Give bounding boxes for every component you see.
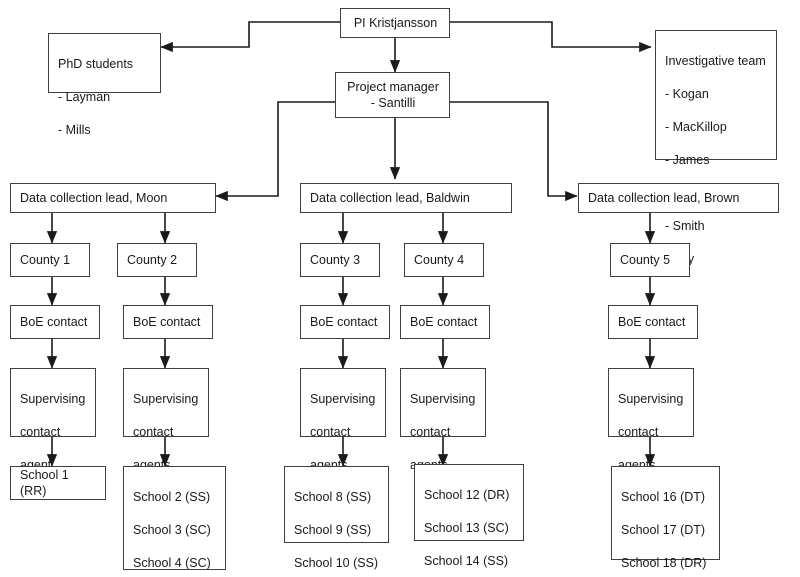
node-school-list-2[interactable]: School 2 (SS) School 3 (SC) School 4 (SC…	[123, 466, 226, 570]
investigative-team-member: - MacKillop	[665, 119, 727, 134]
school-item: School 16 (DT)	[621, 489, 706, 504]
node-boe-contact-5[interactable]: BoE contact	[608, 305, 698, 339]
county-3-label: County 3	[310, 252, 361, 267]
node-investigative-team[interactable]: Investigative team - Kogan - MacKillop -…	[655, 30, 777, 266]
node-county-2[interactable]: County 2	[117, 243, 197, 277]
node-boe-contact-2[interactable]: BoE contact	[123, 305, 213, 339]
node-pi[interactable]: PI Kristjansson	[340, 8, 450, 38]
node-lead-baldwin[interactable]: Data collection lead, Baldwin	[300, 183, 512, 213]
node-supervising-agent-1[interactable]: Supervising contact agent	[10, 368, 96, 472]
node-supervising-agent-5[interactable]: Supervising contact agents	[608, 368, 694, 472]
project-manager-heading: Project manager	[347, 79, 439, 94]
edge-pm-to-lead-moon	[215, 101, 340, 202]
boe-contact-3-label: BoE contact	[310, 314, 378, 329]
county-1-label: County 1	[20, 252, 71, 267]
phd-student-member: - Layman	[58, 89, 111, 104]
boe-contact-1-label: BoE contact	[20, 314, 88, 329]
node-county-3[interactable]: County 3	[300, 243, 380, 277]
school-item: School 10 (SS)	[294, 555, 379, 570]
school-item: School 9 (SS)	[294, 522, 372, 537]
supervising-agent-2-line: Supervising	[133, 391, 199, 406]
edge-pi-to-phd-students	[160, 21, 340, 53]
node-boe-contact-4[interactable]: BoE contact	[400, 305, 490, 339]
lead-moon-label: Data collection lead, Moon	[20, 190, 168, 205]
phd-students-heading: PhD students	[58, 56, 134, 71]
node-supervising-agent-4[interactable]: Supervising contact agents	[400, 368, 486, 472]
school-item: School 13 (SC)	[424, 520, 509, 535]
school-item: School 18 (DR)	[621, 555, 707, 570]
pi-label: PI Kristjansson	[353, 15, 438, 30]
node-school-list-3[interactable]: School 8 (SS) School 9 (SS) School 10 (S…	[284, 466, 389, 570]
investigative-team-member: - Smith	[665, 218, 705, 233]
county-5-label: County 5	[620, 252, 671, 267]
supervising-agent-1-line: Supervising	[20, 391, 86, 406]
boe-contact-5-label: BoE contact	[618, 314, 686, 329]
county-4-label: County 4	[414, 252, 465, 267]
supervising-agent-4-line: contact	[410, 424, 451, 439]
node-county-5[interactable]: County 5	[610, 243, 690, 277]
node-supervising-agent-3[interactable]: Supervising contact agents	[300, 368, 386, 472]
school-item: School 1 (RR)	[20, 467, 69, 499]
supervising-agent-5-line: Supervising	[618, 391, 684, 406]
node-county-4[interactable]: County 4	[404, 243, 484, 277]
supervising-agent-2-line: contact	[133, 424, 174, 439]
node-school-list-4[interactable]: School 12 (DR) School 13 (SC) School 14 …	[414, 464, 524, 568]
investigative-team-member: - James	[665, 152, 710, 167]
node-supervising-agent-2[interactable]: Supervising contact agents	[123, 368, 209, 472]
phd-student-member: - Mills	[58, 122, 91, 137]
node-boe-contact-1[interactable]: BoE contact	[10, 305, 100, 339]
supervising-agent-3-line: Supervising	[310, 391, 376, 406]
school-item: School 12 (DR)	[424, 487, 510, 502]
node-school-list-1[interactable]: School 1 (RR)	[10, 466, 106, 500]
supervising-agent-5-line: contact	[618, 424, 659, 439]
supervising-agent-1-line: contact	[20, 424, 61, 439]
school-item: School 4 (SC)	[133, 555, 211, 570]
node-school-list-5[interactable]: School 16 (DT) School 17 (DT) School 18 …	[611, 466, 720, 570]
edge-pm-to-lead-brown	[450, 101, 578, 202]
county-2-label: County 2	[127, 252, 178, 267]
investigative-team-member: - Kogan	[665, 86, 709, 101]
edge-pi-to-investigative-team	[450, 21, 652, 53]
boe-contact-4-label: BoE contact	[410, 314, 478, 329]
node-lead-moon[interactable]: Data collection lead, Moon	[10, 183, 216, 213]
school-item: School 17 (DT)	[621, 522, 706, 537]
investigative-team-heading: Investigative team	[665, 53, 766, 68]
school-item: School 14 (SS)	[424, 553, 509, 568]
node-lead-brown[interactable]: Data collection lead, Brown	[578, 183, 779, 213]
node-phd-students[interactable]: PhD students - Layman - Mills	[48, 33, 161, 137]
school-item: School 8 (SS)	[294, 489, 372, 504]
supervising-agent-4-line: Supervising	[410, 391, 476, 406]
project-manager-member: - Santilli	[370, 96, 416, 110]
boe-contact-2-label: BoE contact	[133, 314, 201, 329]
school-item: School 3 (SC)	[133, 522, 211, 537]
lead-brown-label: Data collection lead, Brown	[588, 190, 740, 205]
lead-baldwin-label: Data collection lead, Baldwin	[310, 190, 470, 205]
node-boe-contact-3[interactable]: BoE contact	[300, 305, 390, 339]
supervising-agent-3-line: contact	[310, 424, 351, 439]
node-county-1[interactable]: County 1	[10, 243, 90, 277]
node-project-manager[interactable]: Project manager - Santilli	[335, 72, 450, 118]
school-item: School 2 (SS)	[133, 489, 211, 504]
